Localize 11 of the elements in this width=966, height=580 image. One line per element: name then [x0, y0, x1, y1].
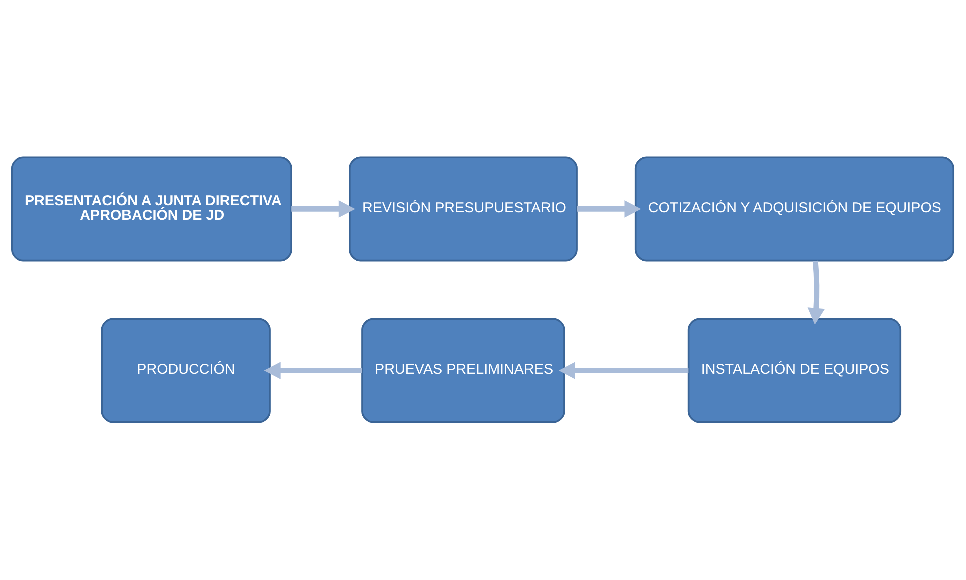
arrow — [808, 260, 826, 325]
arrow — [292, 200, 356, 218]
arrow — [558, 362, 689, 380]
node-box: REVISIÓN PRESUPUESTARIO — [349, 156, 578, 262]
node-box: PRESENTACIÓN A JUNTA DIRECTIVA APROBACIÓN DE JD — [11, 156, 292, 262]
node-box: COTIZACIÓN Y ADQUISICIÓN DE EQUIPOS — [634, 156, 955, 262]
arrow — [264, 362, 362, 380]
node-box: PRUEVAS PRELIMINARES — [362, 318, 566, 424]
node-box: INSTALACIÓN DE EQUIPOS — [688, 318, 902, 424]
node-box: PRODUCCIÓN — [101, 318, 271, 424]
arrow — [577, 200, 642, 218]
